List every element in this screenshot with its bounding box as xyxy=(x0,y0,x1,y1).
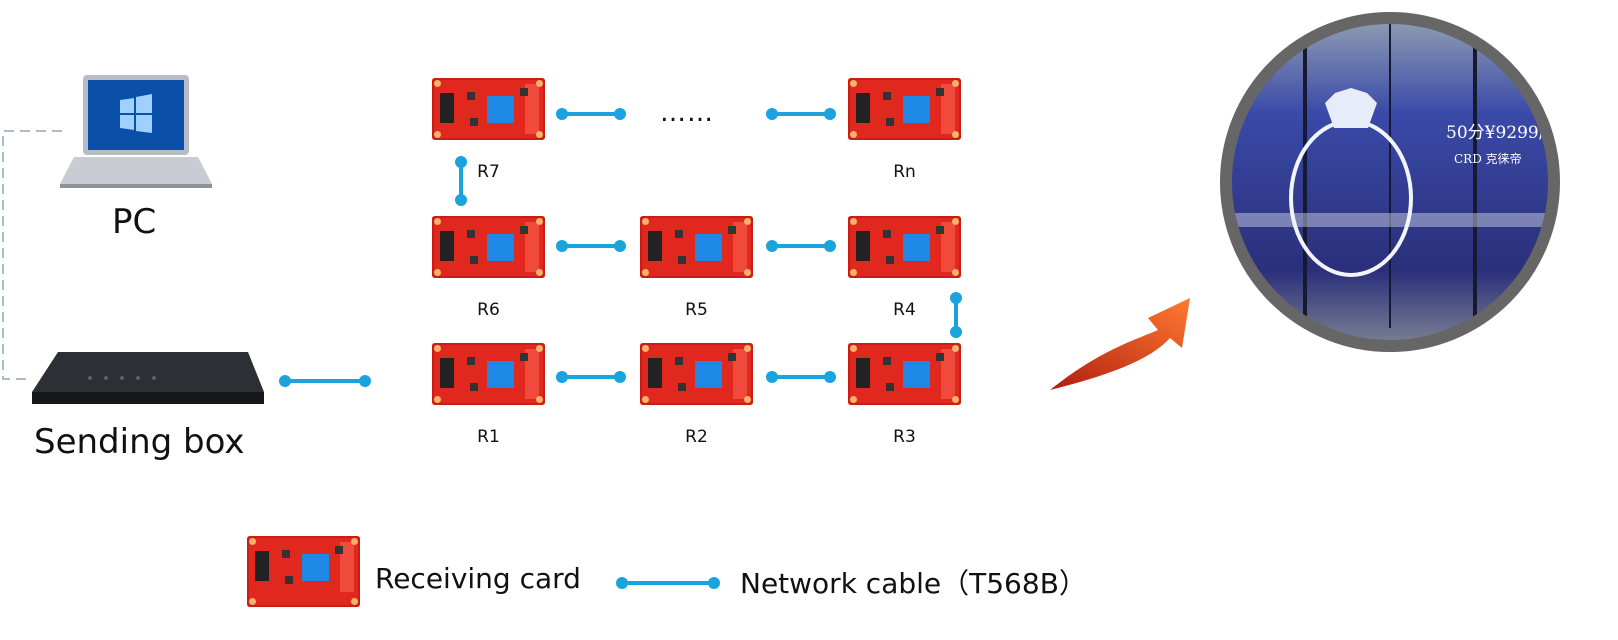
legend-network-cable-label: Network cable（T568B） xyxy=(740,567,1087,600)
transparent-led-display-photo: 50分¥9299起 CRD 克徕帝 xyxy=(1220,12,1560,352)
control-link-dashed xyxy=(2,130,62,380)
receiving-card-r5 xyxy=(640,216,753,278)
card-label-r1: R1 xyxy=(477,427,500,447)
network-cable-r5-r6 xyxy=(556,240,626,252)
network-cable-r7-ellipsis xyxy=(556,108,626,120)
brand-text: CRD 克徕帝 xyxy=(1454,151,1522,166)
sending-box-label: Sending box xyxy=(34,422,245,462)
network-cable-r3-r4 xyxy=(950,292,962,338)
card-label-r5: R5 xyxy=(685,300,708,320)
network-cable-ellipsis-rn xyxy=(766,108,836,120)
network-cable-r6-r7 xyxy=(455,156,467,206)
network-cable-r2-r3 xyxy=(766,371,836,383)
sending-box-icon xyxy=(32,352,264,404)
receiving-card-r7 xyxy=(432,78,545,140)
laptop-icon xyxy=(60,75,212,188)
receiving-card-r3 xyxy=(848,343,961,405)
network-cable-r1-r2 xyxy=(556,371,626,383)
card-label-r7: R7 xyxy=(477,162,500,182)
ellipsis: …… xyxy=(660,98,714,128)
network-cable-r4-r5 xyxy=(766,240,836,252)
receiving-card-r6 xyxy=(432,216,545,278)
card-label-r6: R6 xyxy=(477,300,500,320)
receiving-card-rn xyxy=(848,78,961,140)
arrow-icon xyxy=(1050,298,1190,390)
legend-network-cable-icon xyxy=(616,577,720,589)
legend-receiving-card-icon xyxy=(247,536,360,607)
pc-label: PC xyxy=(112,202,157,242)
legend-receiving-card-label: Receiving card xyxy=(375,562,581,595)
price-text: 50分¥9299起 xyxy=(1446,123,1556,143)
receiving-card-r2 xyxy=(640,343,753,405)
card-label-r4: R4 xyxy=(893,300,916,320)
receiving-card-r1 xyxy=(432,343,545,405)
card-label-r2: R2 xyxy=(685,427,708,447)
network-cable-sender-r1 xyxy=(279,375,371,387)
card-label-r3: R3 xyxy=(893,427,916,447)
receiving-card-r4 xyxy=(848,216,961,278)
card-label-rn: Rn xyxy=(893,162,916,182)
